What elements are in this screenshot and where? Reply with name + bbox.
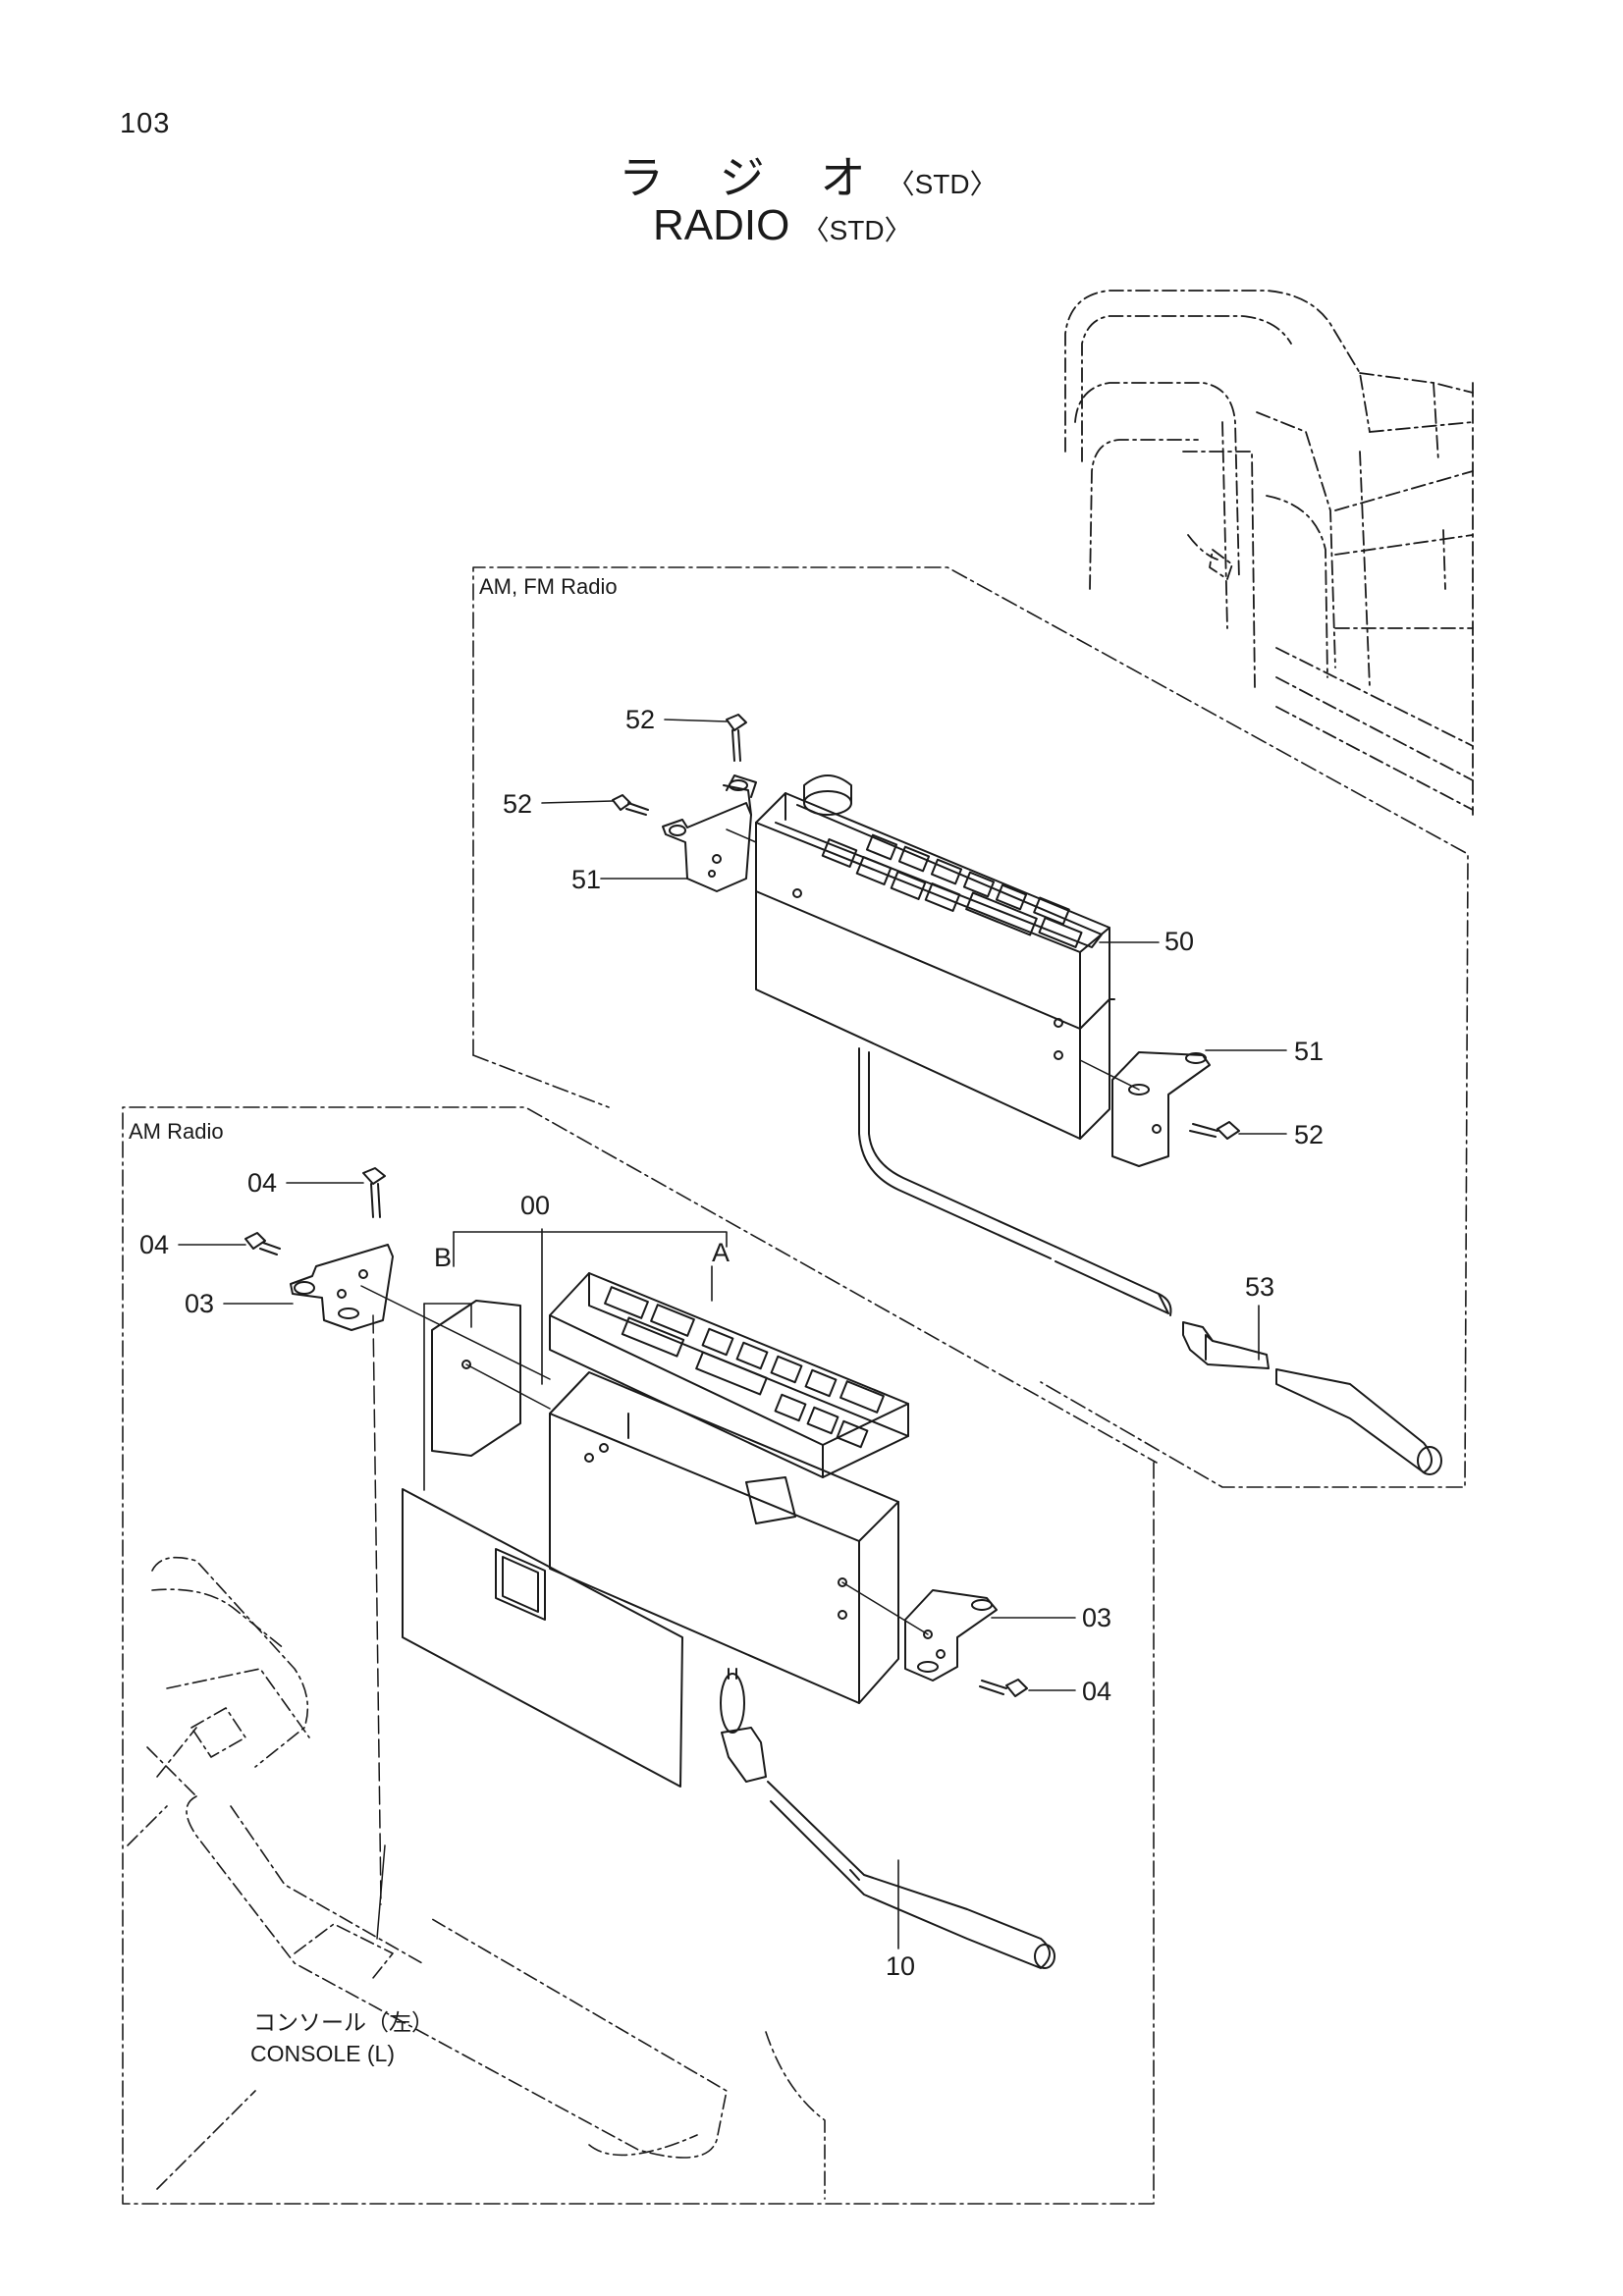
callout-52-left: 52 [503,789,532,819]
callout-50: 50 [1164,927,1194,956]
screws-52 [612,714,1240,1140]
console-label-en: CONSOLE (L) [250,2041,395,2066]
mounting-gasket [431,1300,521,1457]
callout-A: A [712,1238,730,1267]
bracket-03-right [904,1589,998,1682]
title-english: RADIO 〈STD〉 [653,201,912,250]
callout-51-right: 51 [1294,1037,1324,1066]
am-fm-section-boundary [472,566,1469,1488]
section-label-am-fm: AM, FM Radio [479,574,618,599]
console-label-ja: コンソール（左） [253,2009,434,2035]
alignment-lines [360,828,1140,1940]
console-left-outline [127,1556,826,2200]
cab-outline [1064,290,1474,816]
section-label-am: AM Radio [129,1119,224,1144]
title-ja-suffix: 〈STD〉 [887,169,998,199]
am-fm-radio-unit [755,774,1115,1259]
bracket-03-left [290,1244,394,1331]
title-en-suffix: 〈STD〉 [801,215,912,245]
callout-04-left: 04 [139,1230,169,1259]
callout-B: B [434,1243,452,1272]
antenna-lead [720,1668,1055,1969]
callout-10: 10 [886,1951,915,1981]
title-en-text: RADIO [653,201,790,249]
am-radio-face-panel [549,1272,909,1478]
callout-03-right: 03 [1082,1603,1111,1632]
callout-03-left: 03 [185,1289,214,1318]
callout-04-right: 04 [1082,1677,1111,1706]
page-number: 103 [120,108,171,139]
am-radio-body [549,1371,899,1704]
callout-00: 00 [520,1191,550,1220]
am-section-boundary [122,1106,1158,2205]
bracket-51-left [662,774,757,892]
callout-51-left: 51 [571,865,601,894]
title-japanese: ラ ジ オ〈STD〉 [619,142,998,207]
section-labels: AM, FM Radio AM Radio コンソール（左） CONSOLE (… [129,574,618,2066]
callout-04-top: 04 [247,1168,277,1198]
callout-52-top: 52 [625,705,655,734]
callout-52-right: 52 [1294,1120,1324,1149]
screws-04 [244,1167,1028,1697]
cover-plate [402,1488,683,1788]
antenna-extension [1055,1246,1442,1475]
callout-labels: 52 52 51 50 51 52 53 04 04 03 00 B A 03 … [139,705,1324,1981]
title-ja-text: ラ ジ オ [619,152,888,203]
bracket-51-right [1111,1051,1211,1167]
callout-53: 53 [1245,1272,1274,1302]
callout-leader-lines [178,719,1287,1949]
